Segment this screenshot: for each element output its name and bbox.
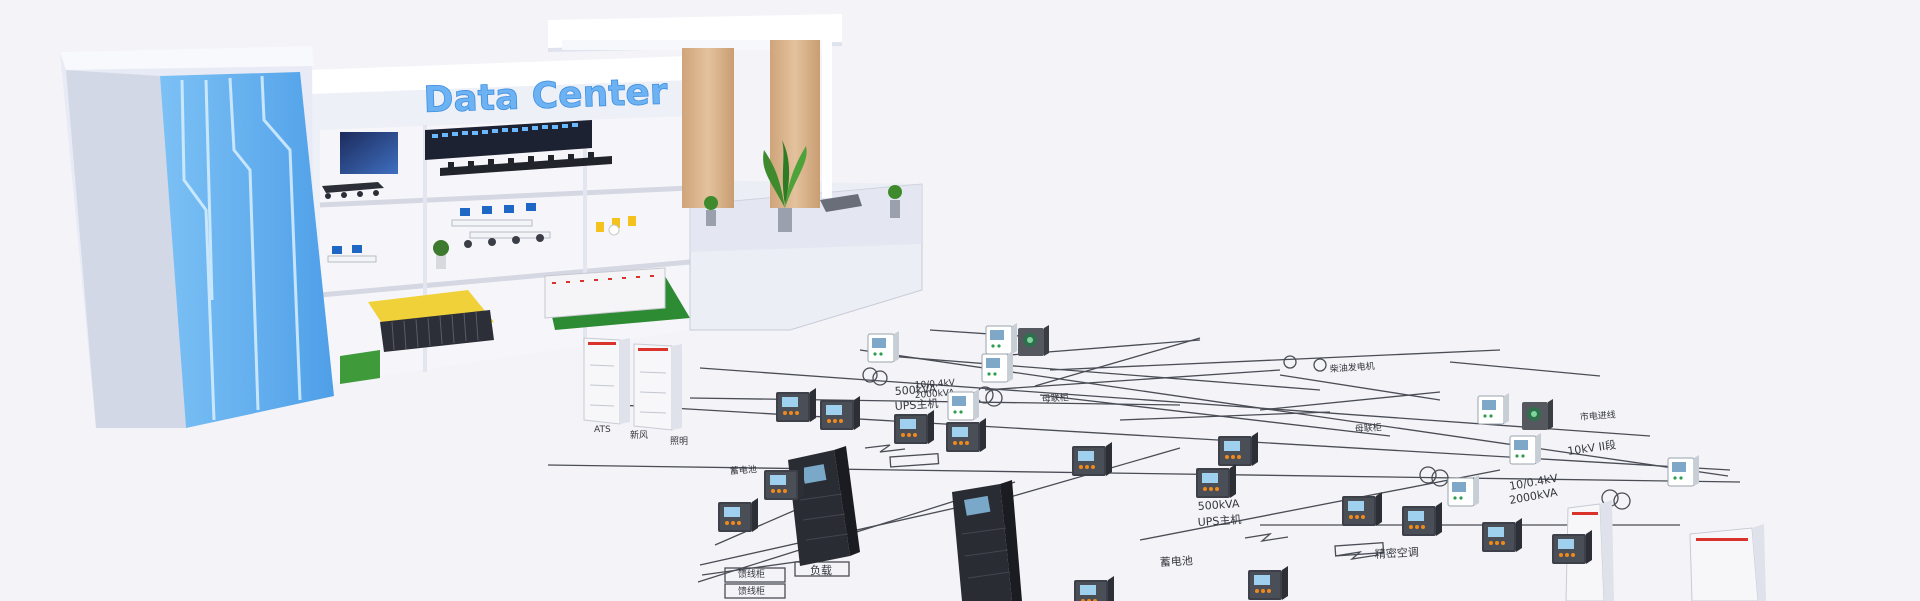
- terrace-plant: [763, 140, 807, 232]
- label-transformer-a: 10/0.4kV: [915, 378, 957, 391]
- monitor-screen: [340, 132, 398, 174]
- label-tie-a: 母联柜: [1041, 391, 1069, 405]
- label-ups-group-b: UPS主机: [1197, 512, 1242, 529]
- label-battery-b: 蓄电池: [1159, 554, 1193, 569]
- office-desks: [327, 203, 551, 263]
- power-meter: [776, 388, 816, 422]
- label-load: 负载: [810, 563, 832, 577]
- relay-meter: [1522, 399, 1553, 430]
- relay-meter: [1509, 432, 1542, 465]
- relay-meter: [947, 388, 980, 421]
- video-wall: [425, 120, 592, 160]
- data-center-building: Data Center: [60, 14, 923, 428]
- power-meter: [946, 418, 986, 452]
- label-incoming-line: 10kV II段: [1566, 437, 1616, 458]
- label-precision-ac: 精密空调: [1374, 545, 1419, 561]
- building-sign: Data Center: [423, 71, 669, 121]
- power-meter: [820, 396, 860, 430]
- label-generator: 柴油发电机: [1329, 360, 1375, 375]
- label-ats: ATS: [594, 425, 611, 435]
- power-meter: [1196, 464, 1236, 498]
- relay-meter: [1018, 325, 1049, 356]
- control-desks: [440, 152, 612, 176]
- power-meter: [764, 466, 804, 500]
- power-meter: [894, 410, 934, 444]
- power-meter: [1342, 492, 1382, 526]
- label-tie-b: 母联柜: [1354, 421, 1382, 435]
- power-meter: [1552, 530, 1592, 564]
- label-incoming-top: 市电进线: [1579, 409, 1616, 423]
- meeting-table: [322, 182, 384, 199]
- ups-cabinets: [788, 446, 1022, 601]
- power-meter: [1248, 566, 1288, 600]
- label-transformer-a-cap: 2000kVA: [915, 388, 956, 401]
- power-meter: [1482, 518, 1522, 552]
- relay-meter: [985, 322, 1018, 355]
- relay-meter: [1667, 454, 1700, 487]
- label-feeder-a: 馈线柜: [738, 568, 765, 580]
- label-feeder-b: 馈线柜: [738, 585, 765, 597]
- relay-meter: [1447, 474, 1480, 507]
- label-ups-group-a: UPS主机: [894, 396, 939, 413]
- label-ups-500kva-a: 500kVA: [894, 382, 937, 398]
- power-meter: [1402, 502, 1442, 536]
- power-meter: [718, 498, 758, 532]
- lounge-chairs: [596, 216, 636, 236]
- relay-meter: [981, 350, 1014, 383]
- protection-relays: [867, 322, 1700, 507]
- terrace: [682, 38, 923, 331]
- power-cabinets-room: [544, 267, 690, 330]
- power-meter: [1074, 576, 1114, 601]
- label-battery-a: 蓄电池: [729, 463, 757, 477]
- server-racks: [340, 290, 494, 384]
- label-ups-500kva-b: 500kVA: [1197, 497, 1240, 513]
- tower-block: [60, 46, 334, 428]
- power-meter: [1218, 432, 1258, 466]
- label-ac-fan: 新风: [630, 429, 648, 441]
- power-meter: [1072, 442, 1112, 476]
- switchgear-cabinets: [583, 337, 1766, 601]
- label-lighting: 照明: [670, 436, 688, 447]
- relay-meter: [1477, 392, 1510, 425]
- relay-meter: [867, 330, 900, 363]
- potted-plant-office: [433, 240, 449, 269]
